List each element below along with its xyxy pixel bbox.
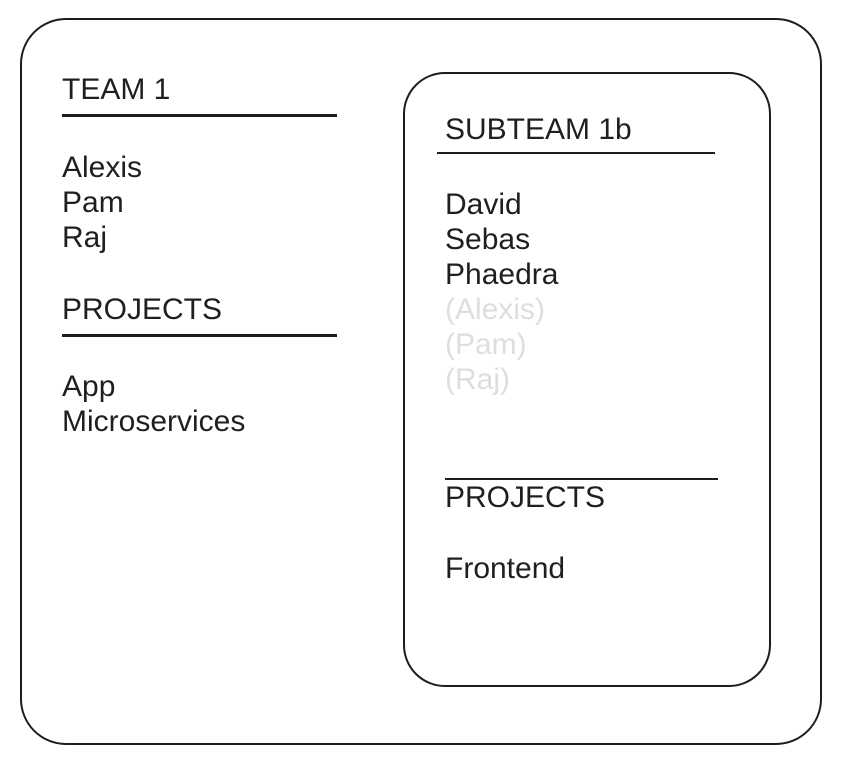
subteam-heading: SUBTEAM 1b — [445, 113, 632, 146]
team-project: App — [62, 370, 116, 403]
subteam-inherited-member: (Alexis) — [445, 293, 546, 326]
team-project: Microservices — [62, 405, 246, 438]
team-1-box: TEAM 1 Alexis Pam Raj PROJECTS App Micro… — [20, 18, 822, 745]
subteam-projects-heading: PROJECTS — [445, 481, 606, 514]
subteam-inherited-member: (Pam) — [445, 328, 527, 361]
team-member: Alexis — [62, 151, 143, 184]
subteam-member: Phaedra — [445, 258, 559, 291]
subteam-1b-box: SUBTEAM 1b David Sebas Phaedra (Alexis) … — [403, 72, 771, 687]
team-member-list: Alexis Pam Raj — [62, 150, 142, 255]
subteam-inherited-member: (Raj) — [445, 363, 510, 396]
team-member: Raj — [62, 221, 108, 254]
subteam-projects-divider-rule — [445, 478, 718, 480]
team-project-list: App Microservices — [62, 369, 245, 439]
subteam-member-list: David Sebas Phaedra — [445, 187, 558, 292]
subteam-member: David — [445, 188, 522, 221]
team-heading: TEAM 1 — [62, 73, 171, 106]
team-heading-rule — [62, 114, 337, 117]
subteam-inherited-member-list: (Alexis) (Pam) (Raj) — [445, 292, 545, 397]
subteam-heading-rule — [437, 152, 715, 154]
team-projects-heading: PROJECTS — [62, 293, 223, 326]
subteam-project-list: Frontend — [445, 551, 565, 586]
subteam-project: Frontend — [445, 552, 566, 585]
team-member: Pam — [62, 186, 124, 219]
subteam-member: Sebas — [445, 223, 531, 256]
team-projects-heading-rule — [62, 334, 337, 337]
